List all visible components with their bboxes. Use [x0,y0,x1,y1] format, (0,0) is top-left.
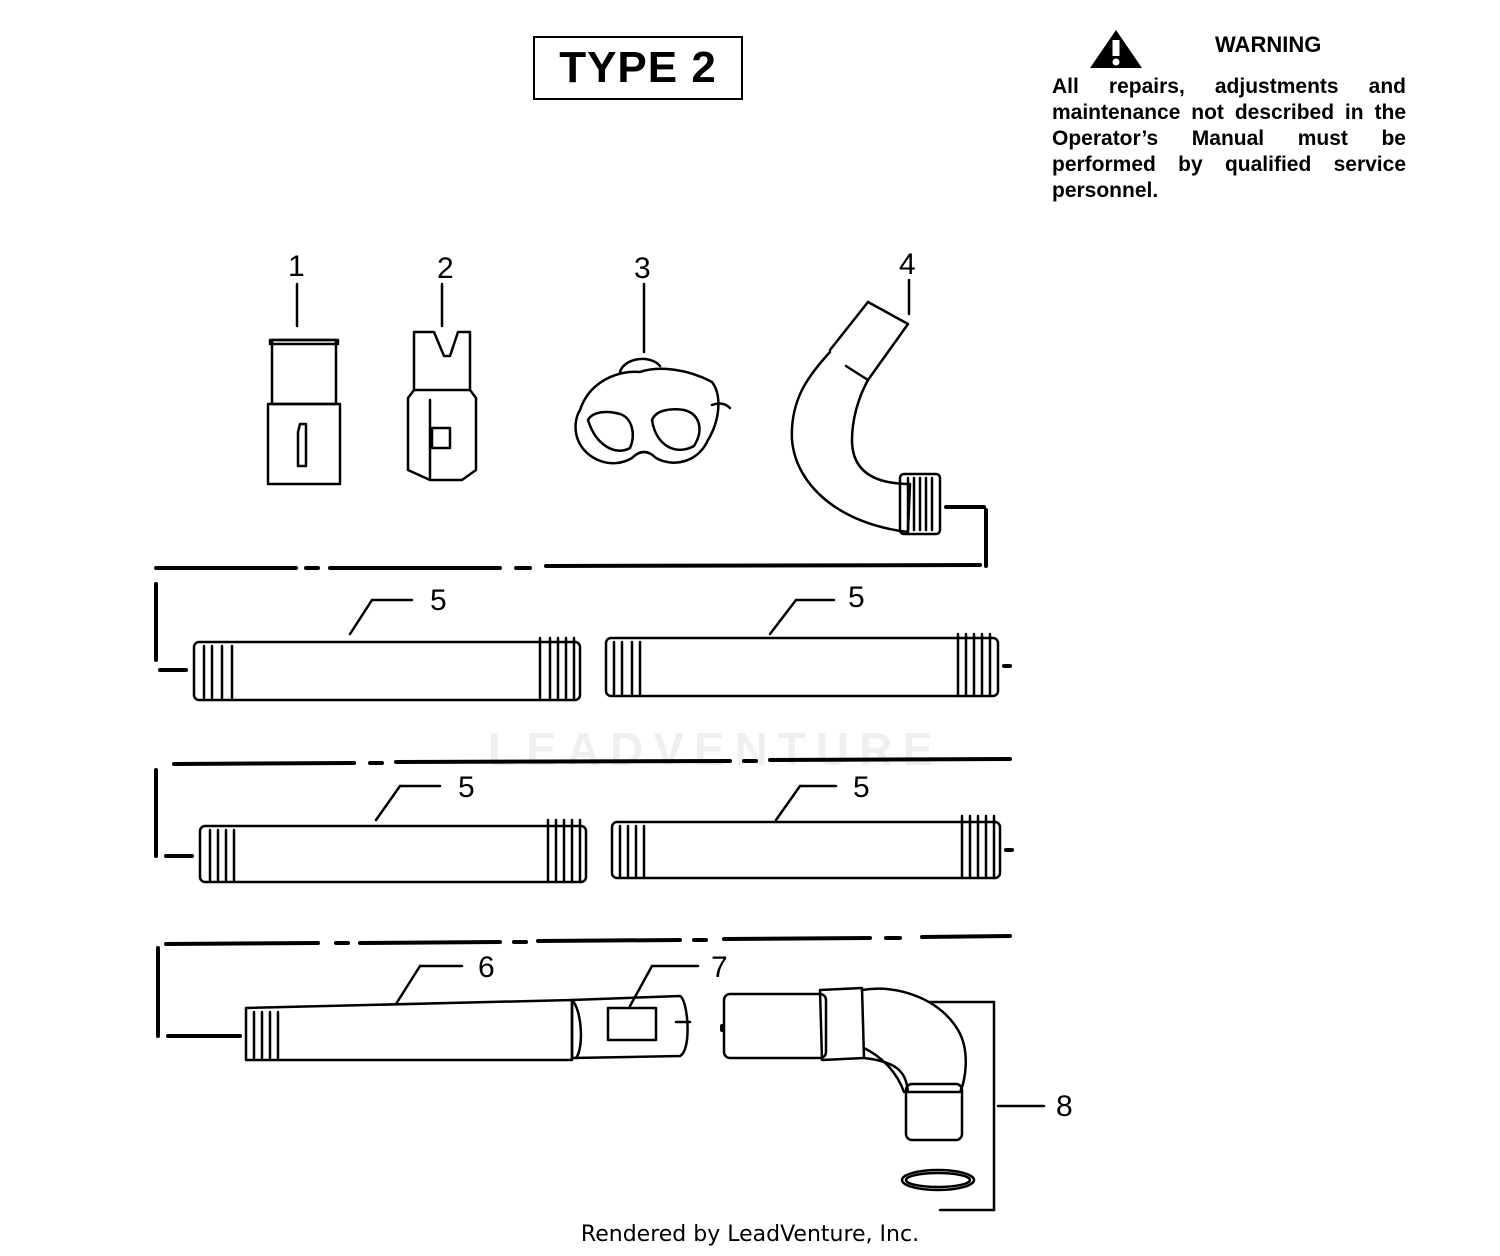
connector-line-2 [154,757,1012,858]
warning-title: WARNING [1215,32,1322,57]
callout-8: 8 [1056,1090,1073,1123]
connector-line-1 [154,505,988,672]
part-4-elbow-tube [790,278,942,536]
footer-credit: Rendered by LeadVenture, Inc. [580,1222,920,1247]
callout-5c: 5 [458,771,475,804]
warning-text: All repairs, adjustments and maintenance… [1052,75,1406,202]
callout-5b: 5 [848,581,865,614]
part-5-tube-d [610,784,1014,880]
part-7-tube-window [570,964,700,1060]
part-3-safety-goggles [574,282,732,465]
callout-3: 3 [634,252,651,285]
part-1-nozzle [266,282,342,486]
warning-triangle-icon [1090,30,1142,68]
callout-7: 7 [711,951,728,984]
connector-line-3 [156,934,1012,1038]
part-5-tube-b [604,598,1012,698]
callout-2: 2 [437,252,454,285]
watermark: LEADVENTURE [488,723,944,775]
part-6-tube [244,964,574,1062]
part-2-nozzle [406,282,478,482]
part-5-tube-c [198,784,588,884]
type-label: TYPE 2 [533,36,743,100]
callout-5d: 5 [853,771,870,804]
callout-5a: 5 [430,584,447,617]
part-8-elbow-assembly [722,986,1046,1212]
part-5-tube-a [192,598,582,702]
callout-1: 1 [288,250,305,283]
callout-6: 6 [478,951,495,984]
callout-4: 4 [899,248,916,281]
